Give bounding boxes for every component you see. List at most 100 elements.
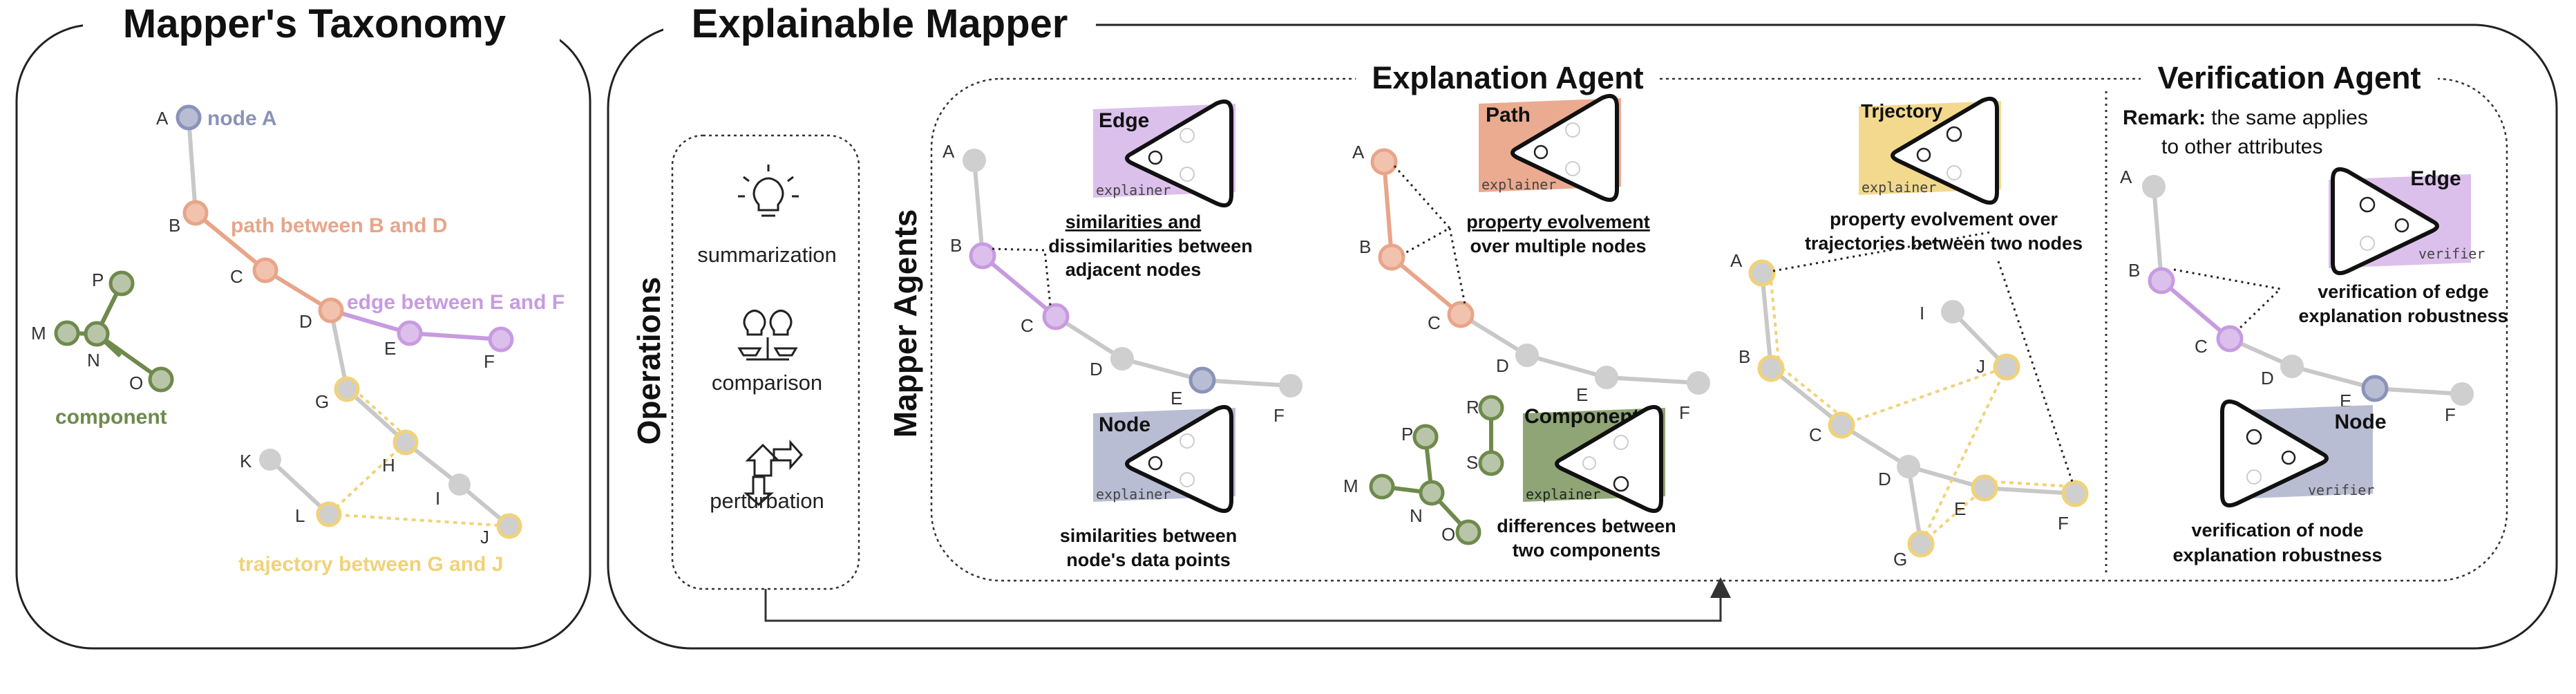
svg-text:D: D	[1878, 469, 1891, 489]
svg-text:explanation robustness: explanation robustness	[2172, 545, 2382, 565]
svg-text:verifier: verifier	[2308, 482, 2374, 498]
explainable-title: Explainable Mapper	[692, 1, 1068, 46]
svg-text:S: S	[1466, 452, 1478, 473]
svg-text:property evolvement: property evolvement	[1466, 212, 1650, 232]
svg-text:I: I	[435, 488, 440, 509]
svg-text:verifier: verifier	[2418, 245, 2485, 262]
svg-text:dissimilarities between: dissimilarities between	[1048, 236, 1253, 256]
taxonomy-node-letters: A B C D E F G H I J K L M N O P	[31, 108, 495, 547]
edge-explainer-caption: similarities and dissimilarities between…	[1048, 212, 1253, 280]
operations-title: Operations	[631, 277, 667, 445]
perturbation-icon	[744, 440, 804, 507]
component-explainer-caption: differences between two components	[1497, 516, 1676, 561]
svg-text:D: D	[299, 311, 312, 332]
label-edge-ef: edge between E and F	[347, 291, 565, 314]
svg-text:D: D	[1090, 359, 1103, 379]
graph-verification	[2142, 175, 2474, 406]
path-explainer-caption: property evolvement over multiple nodes	[1466, 212, 1650, 256]
edge-verifier-card: Edge verifier	[2329, 167, 2485, 275]
svg-text:H: H	[382, 455, 395, 476]
explainable-panel	[607, 24, 2558, 650]
svg-text:property evolvement over: property evolvement over	[1830, 209, 2058, 229]
svg-text:similarities and: similarities and	[1066, 212, 1202, 232]
edge-explainer-card: Edge explainer	[1093, 100, 1235, 207]
label-node-a: node A	[207, 107, 277, 130]
svg-text:R: R	[1466, 397, 1479, 418]
svg-text:C: C	[1428, 312, 1441, 333]
svg-text:O: O	[129, 373, 143, 393]
graph-component-letters: P M N O R S	[1343, 397, 1479, 545]
operations-arrow	[764, 577, 1731, 622]
node-explainer-card: Node explainer	[1093, 405, 1235, 513]
svg-text:I: I	[1920, 303, 1924, 323]
svg-text:differences between: differences between	[1497, 516, 1676, 536]
path-explainer-card: Path explainer	[1479, 94, 1621, 202]
svg-text:E: E	[384, 338, 396, 359]
summarization-icon	[738, 165, 799, 217]
svg-text:G: G	[315, 391, 329, 412]
svg-text:trajectories between two nodes: trajectories between two nodes	[1805, 233, 2083, 254]
svg-text:adjacent nodes: adjacent nodes	[1066, 259, 1202, 280]
svg-text:explainer: explainer	[1096, 182, 1171, 198]
mapper-agents-box	[930, 77, 2508, 582]
svg-text:E: E	[1576, 384, 1588, 405]
node-explainer-caption: similarities between node's data points	[1060, 525, 1238, 570]
label-component: component	[55, 406, 167, 429]
svg-text:Node: Node	[1099, 413, 1150, 436]
svg-text:B: B	[950, 235, 962, 256]
svg-text:E: E	[1171, 388, 1182, 409]
svg-text:verification of node: verification of node	[2191, 520, 2363, 541]
svg-text:B: B	[169, 215, 180, 236]
svg-text:A: A	[1352, 142, 1365, 162]
svg-text:M: M	[31, 323, 46, 344]
graph-component	[1369, 395, 1504, 545]
graph-edge-node	[963, 149, 1303, 397]
edge-verifier-caption: verification of edge explanation robustn…	[2298, 281, 2508, 326]
svg-text:explainer: explainer	[1481, 176, 1556, 193]
svg-text:L: L	[295, 505, 305, 526]
svg-text:K: K	[240, 451, 252, 471]
svg-text:F: F	[484, 351, 495, 372]
trajectory-explainer-card: Trjectory explainer	[1859, 97, 2001, 205]
operation-perturbation: perturbation	[710, 489, 824, 513]
svg-text:explainer: explainer	[1096, 486, 1171, 503]
trajectory-explainer-caption: property evolvement over trajectories be…	[1805, 209, 2083, 254]
graph-verification-letters: A B C D E F	[2120, 167, 2456, 425]
remark-line1: Remark:the same applies	[2123, 106, 2368, 129]
svg-text:explainer: explainer	[1526, 486, 1600, 503]
svg-text:Trjectory: Trjectory	[1861, 100, 1943, 122]
label-path-bd: path between B and D	[231, 214, 447, 237]
remark-line2: to other attributes	[2161, 135, 2322, 158]
svg-text:F: F	[2445, 404, 2456, 425]
graph-edge-node-letters: A B C D E F	[943, 141, 1285, 426]
svg-text:explanation robustness: explanation robustness	[2298, 306, 2508, 326]
svg-text:verification of edge: verification of edge	[2318, 281, 2489, 302]
svg-text:O: O	[1441, 524, 1455, 545]
svg-text:N: N	[1410, 505, 1423, 526]
svg-text:node's data points: node's data points	[1066, 550, 1230, 570]
operation-summarization: summarization	[697, 243, 837, 267]
node-verifier-caption: verification of node explanation robustn…	[2172, 520, 2382, 565]
taxonomy-title: Mapper's Taxonomy	[123, 1, 506, 46]
label-trajectory: trajectory between G and J	[238, 553, 503, 576]
svg-text:B: B	[1739, 346, 1750, 367]
svg-text:N: N	[87, 350, 100, 371]
node-verifier-card: Node verifier	[2220, 400, 2387, 507]
explanation-agent-title: Explanation Agent	[1372, 60, 1643, 95]
svg-text:D: D	[1496, 355, 1509, 376]
svg-text:B: B	[2128, 260, 2140, 281]
graph-trajectory-letters: A B C D E F G I J	[1730, 250, 2069, 570]
svg-text:M: M	[1343, 476, 1358, 496]
svg-text:F: F	[1273, 405, 1285, 426]
svg-text:Path: Path	[1486, 104, 1531, 126]
svg-text:Edge: Edge	[1099, 109, 1149, 132]
graph-trajectory	[1748, 231, 2089, 558]
operation-comparison: comparison	[712, 371, 822, 395]
graph-path-letters: A B C D E F	[1352, 142, 1690, 423]
svg-text:A: A	[1730, 250, 1743, 271]
svg-text:P: P	[92, 270, 104, 290]
svg-text:Edge: Edge	[2410, 167, 2461, 190]
svg-text:two components: two components	[1513, 540, 1661, 561]
svg-text:Node: Node	[2335, 411, 2387, 433]
